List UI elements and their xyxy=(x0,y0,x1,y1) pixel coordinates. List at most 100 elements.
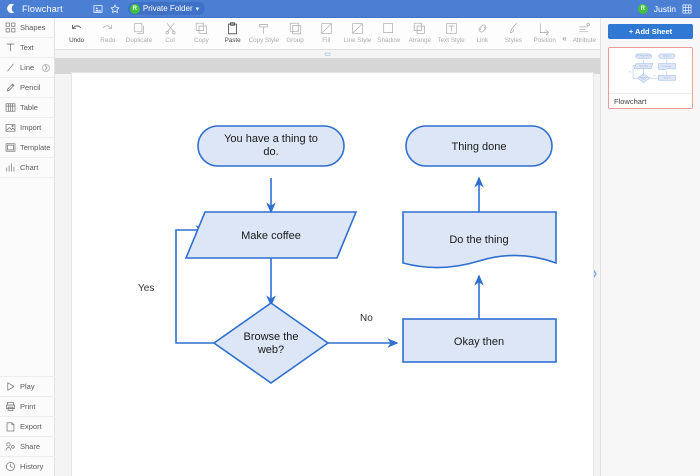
sheet-thumbnail[interactable]: You have a thing to do. Thing done Make … xyxy=(609,48,692,93)
svg-text:Thing done: Thing done xyxy=(663,56,671,58)
export-icon xyxy=(6,422,15,432)
flow-connectors xyxy=(175,176,484,348)
toolbar-item-label: Line Style xyxy=(343,37,372,44)
node-start[interactable]: You have a thing to do. xyxy=(197,125,345,167)
toolbar-duplicate-button[interactable]: Duplicate xyxy=(123,18,154,50)
toolbar-item-label: Copy xyxy=(194,37,209,44)
toolbar-item-label: Group xyxy=(286,37,304,44)
text-style-icon xyxy=(445,21,458,35)
toolbar-undo-button[interactable]: Undo xyxy=(61,18,92,50)
folder-selector[interactable]: R Private Folder ▾ xyxy=(127,2,206,15)
node-make-coffee[interactable]: Make coffee xyxy=(184,211,358,259)
toolbar-styles-button[interactable]: Styles xyxy=(498,18,529,50)
sidebar-item-shapes[interactable]: Shapes xyxy=(0,18,54,38)
canvas-area[interactable]: ▭ ❯ xyxy=(55,50,600,476)
sidebar-item-line[interactable]: Line❯ xyxy=(0,58,54,78)
paste-icon xyxy=(226,21,239,35)
toolbar-redo-button[interactable]: Redo xyxy=(92,18,123,50)
user-name[interactable]: Justin xyxy=(653,3,676,14)
table-icon xyxy=(5,103,16,112)
sidebar-item-import[interactable]: Import xyxy=(0,118,54,138)
position-icon xyxy=(540,22,550,35)
toolbar-group-button[interactable]: Group xyxy=(279,18,310,50)
redo-icon xyxy=(103,24,113,29)
svg-text:Yes: Yes xyxy=(629,72,632,74)
sidebar-item-label: Chart xyxy=(20,163,39,172)
sheet-name-label[interactable]: Flowchart xyxy=(609,93,692,108)
sidebar-item-label: Import xyxy=(20,123,42,132)
toolbar-line-style-button[interactable]: Line Style xyxy=(342,18,373,50)
canvas-paper[interactable]: You have a thing to do. Thing done Make … xyxy=(72,73,593,476)
document-title[interactable]: Flowchart xyxy=(22,3,63,14)
toolbar-attribute-button[interactable]: Attribute xyxy=(569,18,600,50)
toolbar-item-label: Attribute xyxy=(572,37,597,44)
canvas-ruler xyxy=(55,58,600,74)
shadow-icon xyxy=(383,22,394,33)
toolbar-overflow-icon[interactable]: « xyxy=(562,33,567,43)
flowchart-diagram[interactable]: You have a thing to do. Thing done Make … xyxy=(72,73,593,476)
sidebar-item-label: Text xyxy=(20,43,34,52)
toolbar-item-label: Shadow xyxy=(377,37,401,44)
sidebar-item-label: Template xyxy=(20,143,51,152)
collapse-chevron-icon[interactable]: ▭ xyxy=(324,51,331,58)
position-icon xyxy=(538,21,551,35)
sheet-thumbnail-preview: You have a thing to do. Thing done Make … xyxy=(629,53,676,83)
sidebar-action-label: Export xyxy=(20,422,42,431)
node-browse-web[interactable]: Browse the web? xyxy=(212,302,330,384)
text-icon xyxy=(5,42,16,53)
user-avatar[interactable]: R xyxy=(637,3,648,14)
toolbar-copy-style-button[interactable]: Copy Style xyxy=(248,18,279,50)
add-sheet-button[interactable]: + Add Sheet xyxy=(608,24,693,39)
chevron-down-icon: ▾ xyxy=(195,5,200,13)
node-do-the-thing[interactable]: Do the thing xyxy=(402,211,557,269)
toolbar-paste-button[interactable]: Paste xyxy=(217,18,248,50)
toolbar-item-label: Arrange xyxy=(408,37,432,44)
sidebar-item-chart[interactable]: Chart xyxy=(0,158,54,178)
toolbar-text-style-button[interactable]: Text Style xyxy=(435,18,466,50)
sidebar-action-history[interactable]: History xyxy=(0,456,55,476)
styles-icon xyxy=(507,21,520,35)
sidebar-action-share[interactable]: Share xyxy=(0,436,55,456)
duplicate-icon xyxy=(133,21,146,35)
app-logo-icon[interactable] xyxy=(0,3,22,14)
node-done[interactable]: Thing done xyxy=(405,125,553,167)
sidebar-item-text[interactable]: Text xyxy=(0,38,54,58)
arrange-icon xyxy=(413,21,426,35)
toolbar-position-button[interactable]: Position xyxy=(529,18,560,50)
star-icon[interactable] xyxy=(110,4,120,14)
sidebar-action-play[interactable]: Play xyxy=(0,376,55,396)
edge-yes-loop xyxy=(175,225,215,344)
grid-icon[interactable] xyxy=(682,4,692,14)
toolbar-copy-button[interactable]: Copy xyxy=(186,18,217,50)
edge-label-no: No xyxy=(360,313,373,324)
sidebar-action-export[interactable]: Export xyxy=(0,416,55,436)
sheets-panel: + Add Sheet xyxy=(600,18,700,476)
print-icon xyxy=(5,401,16,412)
present-icon[interactable] xyxy=(93,4,103,14)
copy-style-icon xyxy=(259,23,269,34)
node-start-label-line1: You have a thing to xyxy=(224,133,318,145)
sidebar-item-label: Table xyxy=(20,103,38,112)
node-okay-then[interactable]: Okay then xyxy=(402,318,557,363)
toolbar-item-label: Text Style xyxy=(437,37,465,44)
sidebar-item-table[interactable]: Table xyxy=(0,98,54,118)
text-icon xyxy=(6,43,15,52)
history-icon xyxy=(5,461,16,472)
attribute-icon xyxy=(579,22,590,32)
history-icon xyxy=(5,461,16,472)
toolbar-link-button[interactable]: Link xyxy=(467,18,498,50)
sidebar-item-label: Shapes xyxy=(20,23,46,32)
chevron-right-icon[interactable]: ❯ xyxy=(591,269,598,278)
toolbar-arrange-button[interactable]: Arrange xyxy=(404,18,435,50)
sheet-card-flowchart[interactable]: You have a thing to do. Thing done Make … xyxy=(608,47,693,109)
sidebar-item-pencil[interactable]: Pencil xyxy=(0,78,54,98)
toolbar-shadow-button[interactable]: Shadow xyxy=(373,18,404,50)
sidebar-action-print[interactable]: Print xyxy=(0,396,55,416)
sidebar-item-template[interactable]: Template xyxy=(0,138,54,158)
chevron-right-icon[interactable]: ❯ xyxy=(42,63,50,72)
toolbar-cut-button[interactable]: Cut xyxy=(155,18,186,50)
title-bar-icons xyxy=(93,4,120,14)
toolbar-fill-button[interactable]: Fill xyxy=(311,18,342,50)
